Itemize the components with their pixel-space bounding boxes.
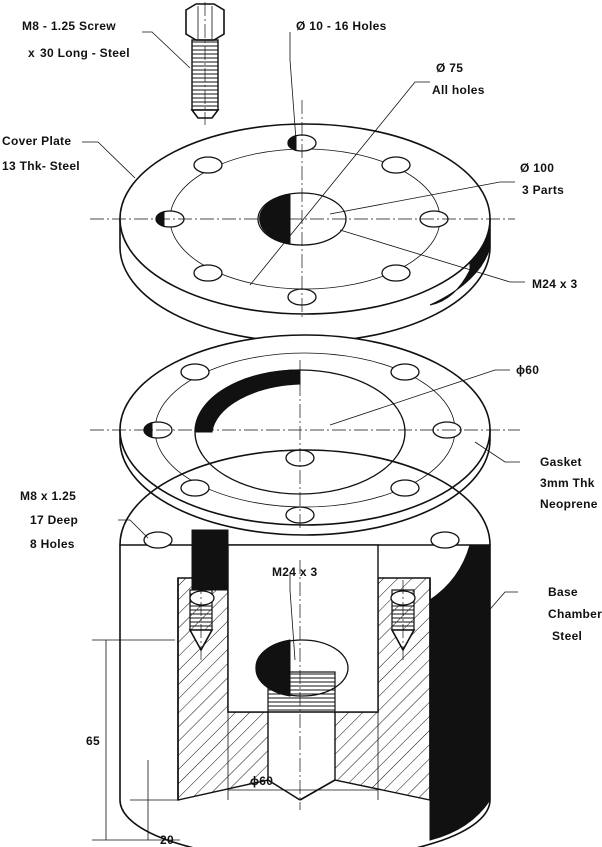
screw (185, 2, 225, 125)
dia60-gasket-label: ϕ60 (516, 363, 539, 377)
dimensions (92, 639, 379, 841)
dim-60-label: ϕ60 (250, 774, 273, 788)
base-label-line2: Chamber (548, 607, 602, 621)
dia75-label-line1: Ø 75 (436, 61, 463, 75)
m8-label-line2: 17 Deep (30, 513, 78, 527)
m24-mid-label: M24 x 3 (272, 565, 317, 579)
gasket (90, 334, 520, 536)
screw-label-line2: 30 Long - Steel (40, 46, 130, 60)
cover-label-line1: Cover Plate (2, 134, 71, 148)
labels: M8 - 1.25 Screw x 30 Long - Steel Ø 10 -… (2, 19, 602, 847)
cover-plate (90, 100, 515, 343)
m24-top-label: M24 x 3 (532, 277, 577, 291)
gasket-label-line3: Neoprene (540, 497, 598, 511)
m8-label-line3: 8 Holes (30, 537, 75, 551)
holes16-label: Ø 10 - 16 Holes (296, 19, 387, 33)
screw-label-line1: M8 - 1.25 Screw (22, 19, 116, 33)
gasket-label-line2: 3mm Thk (540, 476, 595, 490)
dia75-label-line2: All holes (432, 83, 485, 97)
m8-label-line1: M8 x 1.25 (20, 489, 76, 503)
leader-lines (82, 31, 525, 661)
base-label-line1: Base (548, 585, 578, 599)
dim-20-label: 20 (160, 833, 174, 847)
base-chamber (119, 449, 491, 847)
gasket-label-line1: Gasket (540, 455, 582, 469)
dia100-label-line1: Ø 100 (520, 161, 554, 175)
base-label-line3: Steel (552, 629, 582, 643)
screw-label-x: x (28, 46, 35, 60)
cover-holes (155, 134, 449, 306)
dim-65-label: 65 (86, 734, 100, 748)
dia100-label-line2: 3 Parts (522, 183, 564, 197)
cover-label-line2: 13 Thk- Steel (2, 159, 80, 173)
